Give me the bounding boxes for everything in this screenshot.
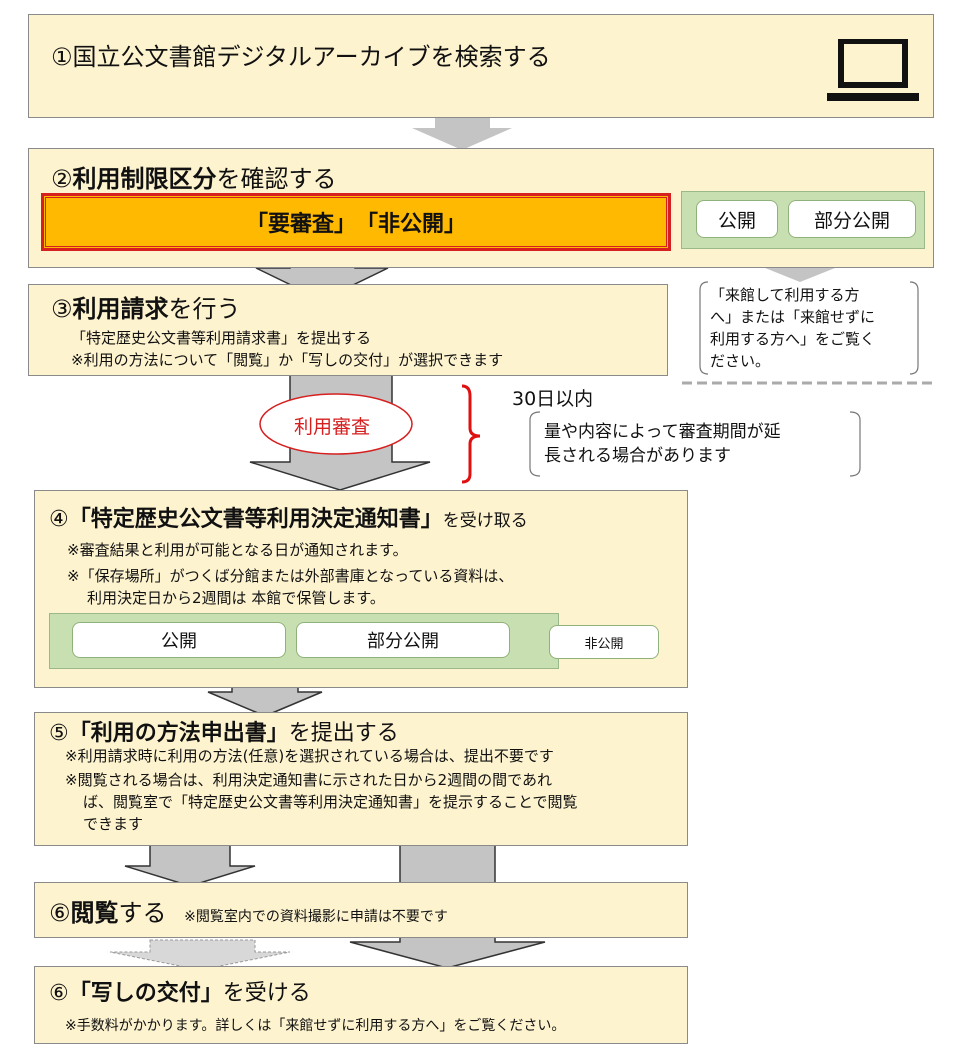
step-3-line1: 「特定歴史公文書等利用請求書」を提出する [71, 329, 372, 347]
side-note-line3: 利用する方へ」をご覧く [710, 330, 876, 348]
step-5-line3: ば、閲覧室で「特定歴史公文書等利用決定通知書」を提示することで閲覧 [83, 793, 578, 811]
step-2-rest: を確認する [216, 165, 337, 193]
review-note-line2: 長される場合があります [544, 446, 731, 466]
step-4-partial-pill: 部分公開 [296, 622, 510, 658]
step-5-bold: 「利用の方法申出書」 [68, 721, 289, 746]
review-period: 30日以内 [512, 388, 594, 410]
restricted-box: 「要審査」 「非公開」 [41, 193, 671, 251]
side-note-line2: へ」または「来館せずに [710, 308, 876, 326]
step-1-title: ①国立公文書館デジタルアーカイブを検索する [51, 43, 551, 71]
step-6a-box: ⑥閲覧する ※閲覧室内での資料撮影に申請は不要です [34, 882, 688, 938]
step-3-line2: ※利用の方法について「閲覧」か「写しの交付」が選択できます [71, 351, 504, 369]
step-6b-rest: を受ける [222, 981, 311, 1006]
step-2-bold: 利用制限区分 [72, 165, 217, 193]
restricted-label: 「要審査」 「非公開」 [245, 212, 466, 237]
review-note-brace-right [849, 411, 861, 477]
step-4-public-pill: 公開 [72, 622, 286, 658]
arrow-1-2 [412, 118, 512, 150]
arrow-5-6a [124, 843, 256, 887]
partial-public-pill: 部分公開 [788, 200, 916, 238]
step-4-closed-pill: 非公開 [549, 625, 659, 659]
step-5-rest: を提出する [288, 721, 399, 746]
review-note: 量や内容によって審査期間が延 長される場合があります [544, 420, 781, 468]
side-note-brace-right [909, 281, 919, 375]
side-note-brace-left [699, 281, 709, 375]
review-label: 利用審査 [294, 416, 371, 438]
partial-public-label: 部分公開 [813, 209, 890, 232]
side-note-line1: 「来館して利用する方 [710, 286, 860, 304]
step-4-public-label: 公開 [161, 631, 197, 652]
arrow-6a-6b [109, 939, 291, 971]
step-3-box: ③利用請求を行う 「特定歴史公文書等利用請求書」を提出する ※利用の方法について… [28, 284, 668, 376]
review-ellipse [259, 393, 413, 455]
step-3-title: ③利用請求を行う [51, 289, 241, 324]
step-5-line4: できます [83, 815, 144, 833]
step-6a-note: ※閲覧室内での資料撮影に申請は不要です [184, 909, 448, 925]
step-6a-prefix: ⑥ [49, 899, 71, 927]
step-5-line2: ※閲覧される場合は、利用決定通知書に示された日から2週間の間であれ [65, 771, 552, 789]
step-6a-title: ⑥閲覧する ※閲覧室内での資料撮影に申請は不要です [49, 893, 448, 928]
step-2-prefix: ② [51, 165, 73, 193]
step-4-prefix: ④ [49, 507, 69, 532]
step-3-rest: を行う [168, 295, 241, 323]
step-5-title: ⑤「利用の方法申出書」を提出する [49, 715, 399, 747]
public-label: 公開 [717, 209, 756, 232]
step-6b-prefix: ⑥ [49, 981, 69, 1006]
step-5-line1: ※利用請求時に利用の方法(任意)を選択されている場合は、提出不要です [65, 747, 554, 765]
step-1-box: ①国立公文書館デジタルアーカイブを検索する [28, 14, 934, 118]
step-3-bold: 利用請求 [72, 295, 169, 323]
step-4-partial-label: 部分公開 [367, 631, 439, 652]
step-5-box: ⑤「利用の方法申出書」を提出する ※利用請求時に利用の方法(任意)を選択されてい… [34, 712, 688, 846]
step-5-prefix: ⑤ [49, 721, 69, 746]
review-note-line1: 量や内容によって審査期間が延 [544, 422, 781, 442]
step-2-title: ②利用制限区分を確認する [51, 159, 337, 194]
step-6a-rest: する [118, 899, 167, 927]
step-4-line1: ※審査結果と利用が可能となる日が通知されます。 [67, 541, 408, 559]
step-4-public-group: 公開 部分公開 [49, 613, 559, 669]
step-3-prefix: ③ [51, 295, 73, 323]
review-bracket [461, 384, 481, 484]
step-6b-bold: 「写しの交付」 [68, 981, 223, 1006]
step-2-box: ②利用制限区分を確認する 「要審査」 「非公開」 公開 部分公開 [28, 148, 934, 268]
step-4-box: ④「特定歴史公文書等利用決定通知書」を受け取る ※審査結果と利用が可能となる日が… [34, 490, 688, 688]
review-note-brace-left [529, 411, 541, 477]
side-note-line4: ださい。 [710, 352, 771, 370]
side-note: 「来館して利用する方 へ」または「来館せずに 利用する方へ」をご覧く ださい。 [710, 284, 875, 372]
step-6b-line1: ※手数料がかかります。詳しくは「来館せずに利用する方へ」をご覧ください。 [65, 1018, 566, 1034]
step-6b-title: ⑥「写しの交付」を受ける [49, 975, 311, 1007]
step-6b-box: ⑥「写しの交付」を受ける ※手数料がかかります。詳しくは「来館せずに利用する方へ… [34, 966, 688, 1044]
laptop-icon [827, 39, 919, 101]
step-4-closed-label: 非公開 [584, 636, 624, 652]
step-4-rest: を受け取る [442, 511, 528, 531]
step-4-line3: 利用決定日から2週間は 本館で保管します。 [87, 589, 385, 607]
step-6a-bold: 閲覧 [70, 899, 119, 927]
step-4-title: ④「特定歴史公文書等利用決定通知書」を受け取る [49, 501, 528, 533]
step-4-bold: 「特定歴史公文書等利用決定通知書」 [68, 507, 443, 532]
step-4-line2: ※「保存場所」がつくば分館または外部書庫となっている資料は、 [67, 567, 514, 585]
public-pill: 公開 [696, 200, 778, 238]
public-group: 公開 部分公開 [681, 191, 925, 249]
